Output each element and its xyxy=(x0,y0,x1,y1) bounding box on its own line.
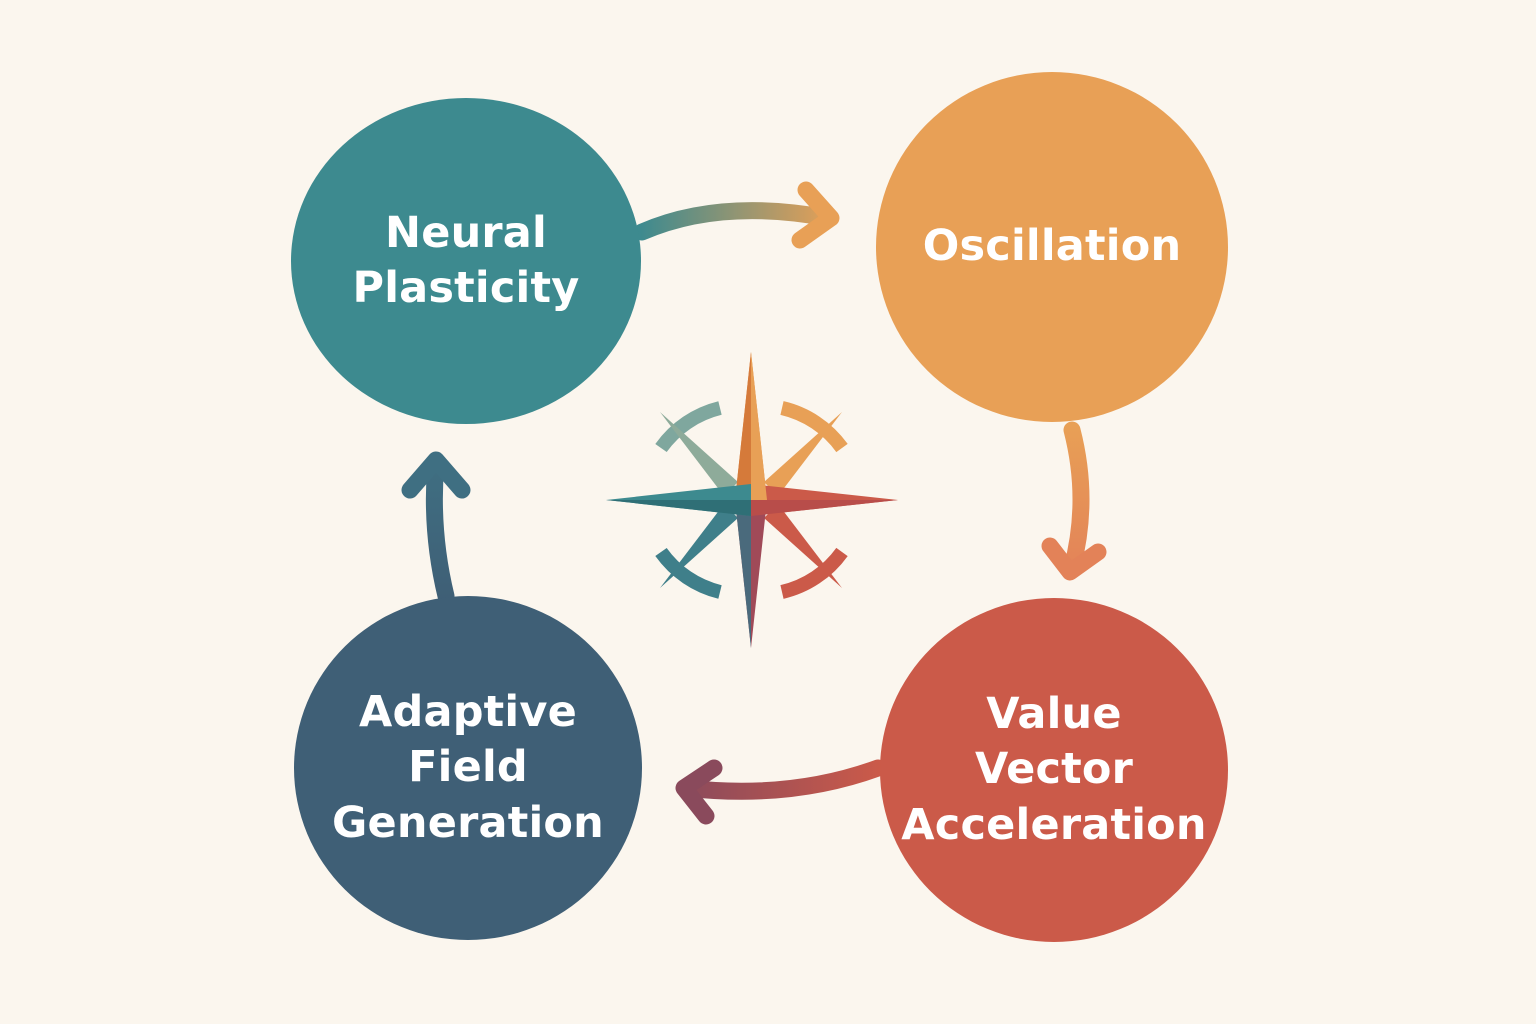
node-value-vector-acceleration: Value Vector Acceleration xyxy=(880,598,1228,942)
node-oscillation: Oscillation xyxy=(876,72,1228,422)
arrow-value-to-adaptive xyxy=(675,759,887,825)
arrow-adaptive-to-neural xyxy=(401,451,471,605)
node-adaptive-field-generation: Adaptive Field Generation xyxy=(294,596,642,940)
compass-rose-icon xyxy=(606,352,898,648)
node-neural-plasticity: Neural Plasticity xyxy=(291,98,641,424)
arrow-neural-to-oscillation xyxy=(633,181,840,249)
node-label: Oscillation xyxy=(922,221,1182,272)
node-label: Adaptive Field Generation xyxy=(332,687,604,848)
node-label: Value Vector Acceleration xyxy=(901,689,1207,850)
node-label: Neural Plasticity xyxy=(352,207,580,313)
arrow-oscillation-to-value xyxy=(1041,421,1107,581)
